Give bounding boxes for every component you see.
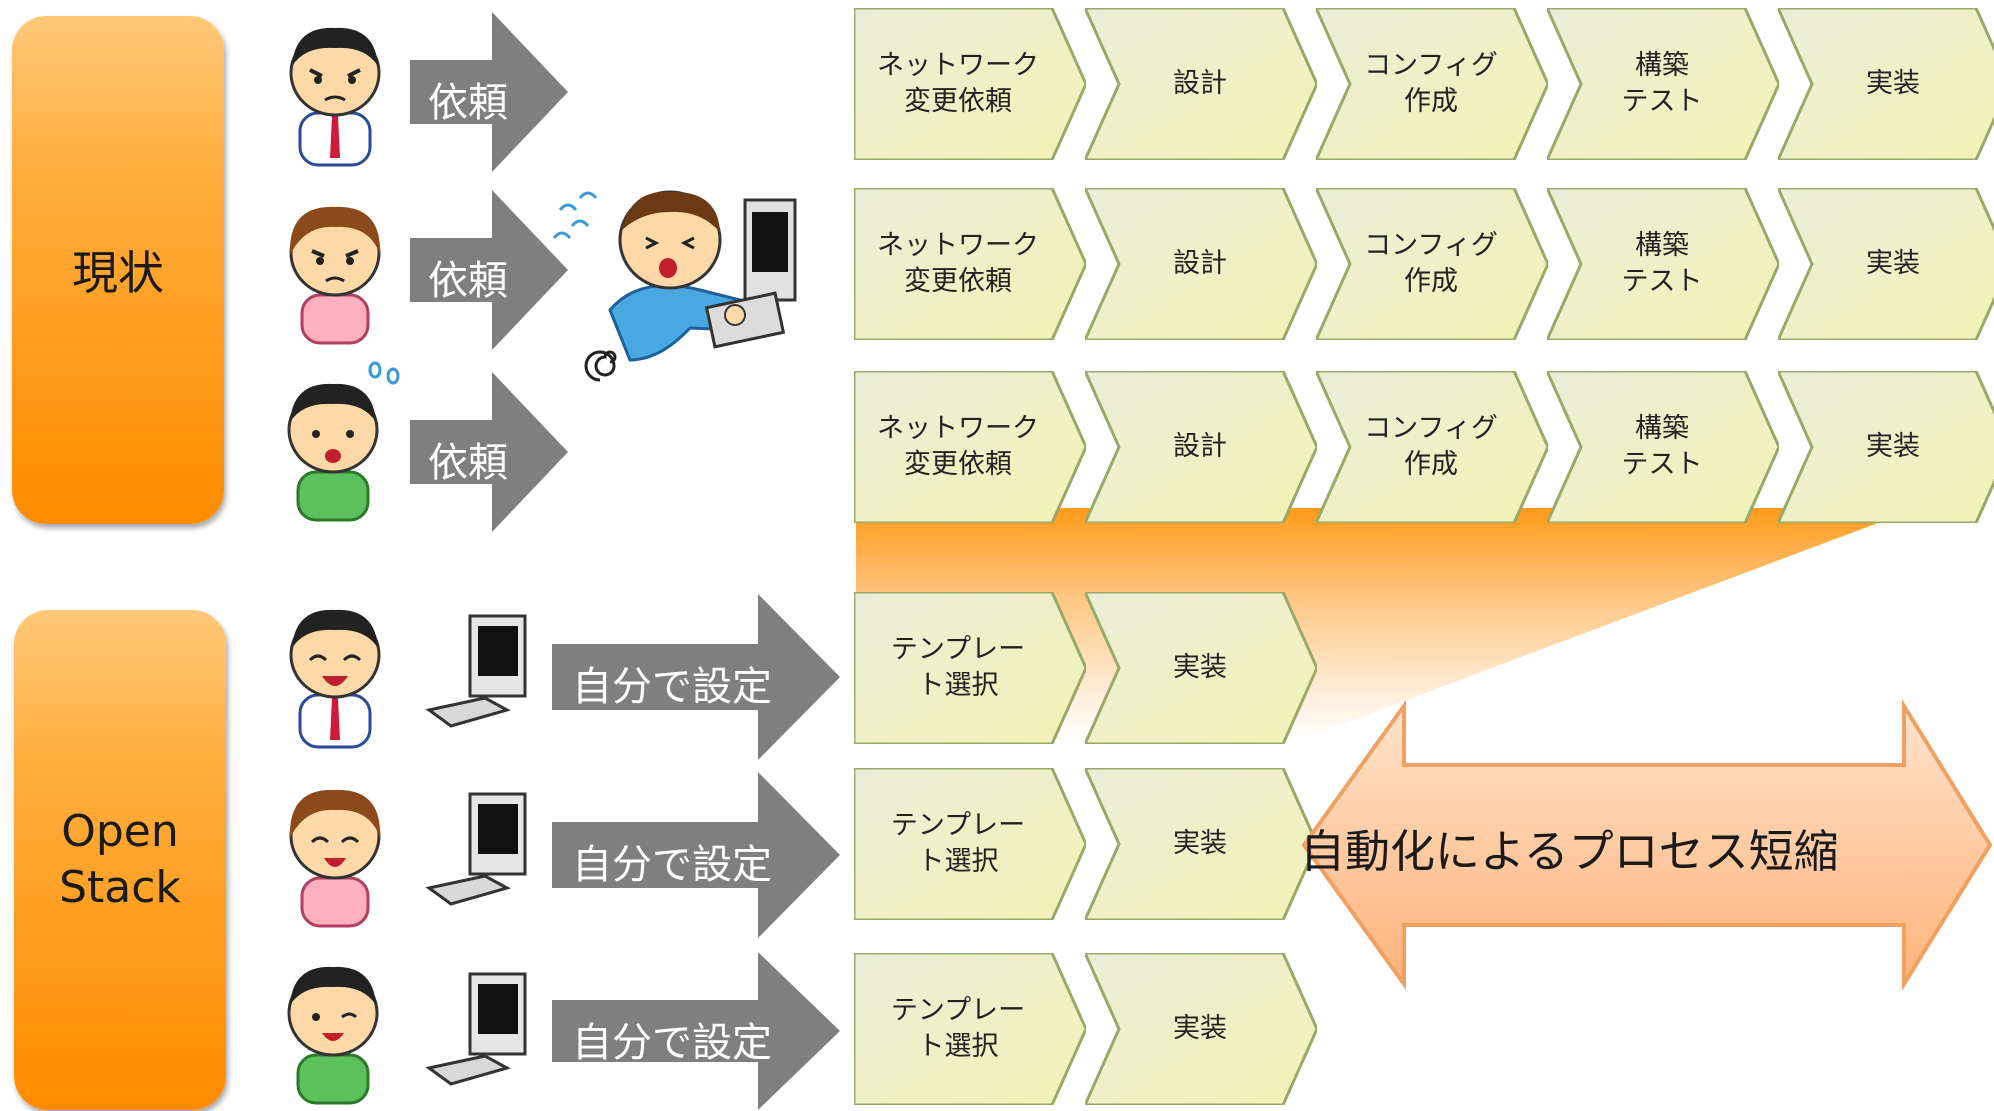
- process-step-row3-step3: コンフィグ 作成: [1316, 371, 1552, 523]
- process-step-row1-step2: 実装: [1085, 592, 1321, 744]
- process-step-row2-step3: コンフィグ 作成: [1316, 188, 1552, 340]
- process-step-label: 設計: [1173, 68, 1227, 99]
- request-arrow-1: [410, 12, 568, 172]
- process-step-label: 実装: [1173, 652, 1227, 683]
- self-setup-label-1: 自分で設定: [572, 664, 772, 710]
- request-arrow-3: [410, 372, 568, 532]
- self-setup-arrow-3: [552, 952, 840, 1110]
- openstack-label: Open Stack: [14, 610, 226, 1110]
- process-step-row3-step4: 構築 テスト: [1547, 371, 1783, 523]
- person-man-green-happy-icon: [287, 966, 379, 1105]
- person-woman-icon: [289, 206, 381, 345]
- process-step-row1-step4: 構築 テスト: [1547, 8, 1783, 160]
- process-step-label: 実装: [1866, 68, 1920, 99]
- process-step-label: 実装: [1173, 1013, 1227, 1044]
- self-setup-label-2: 自分で設定: [572, 842, 772, 888]
- process-step-row2-step1: テンプレー ト選択: [854, 768, 1090, 920]
- person-man-blue-tie-icon: [289, 27, 381, 167]
- process-step-label: 実装: [1866, 248, 1920, 279]
- process-shortening-double-arrow: [1301, 700, 1993, 990]
- process-step-label: 構築 テスト: [1621, 413, 1703, 480]
- process-step-row1-step2: 設計: [1085, 8, 1321, 160]
- process-step-label: 実装: [1173, 828, 1227, 859]
- process-step-row3-step2: 実装: [1085, 953, 1321, 1105]
- operator-overwhelmed-icon: [552, 190, 797, 382]
- process-step-label: 設計: [1173, 248, 1227, 279]
- process-step-label: コンフィグ 作成: [1364, 50, 1498, 117]
- sweat-drops-icon: [368, 361, 400, 385]
- process-step-label: ネットワーク 変更依頼: [877, 50, 1039, 117]
- request-arrow-2: [410, 190, 568, 350]
- process-step-label: テンプレー ト選択: [890, 810, 1026, 877]
- process-step-row1-step1: ネットワーク 変更依頼: [854, 8, 1090, 160]
- process-step-row3-step1: ネットワーク 変更依頼: [854, 371, 1090, 523]
- computer-icon-3: [425, 972, 527, 1086]
- process-step-row2-step4: 構築 テスト: [1547, 188, 1783, 340]
- process-step-label: 構築 テスト: [1621, 230, 1703, 297]
- request-label-1: 依頼: [428, 80, 508, 126]
- process-step-label: テンプレー ト選択: [890, 634, 1026, 701]
- person-man-green-icon: [287, 383, 379, 522]
- process-step-label: 実装: [1866, 431, 1920, 462]
- computer-icon-2: [425, 792, 527, 906]
- process-step-label: 構築 テスト: [1621, 50, 1703, 117]
- self-setup-arrow-2: [552, 772, 840, 938]
- process-step-row2-step5: 実装: [1778, 188, 1994, 340]
- process-shortening-label: 自動化によるプロセス短縮: [1300, 825, 1839, 878]
- process-step-row1-step5: 実装: [1778, 8, 1994, 160]
- process-step-label: コンフィグ 作成: [1364, 230, 1498, 297]
- process-step-label: ネットワーク 変更依頼: [877, 413, 1039, 480]
- person-man-blue-tie-happy-icon: [289, 609, 381, 749]
- process-step-label: 設計: [1173, 431, 1227, 462]
- swirl-icon: [584, 350, 617, 382]
- process-step-row3-step1: テンプレー ト選択: [854, 953, 1090, 1105]
- computer-icon-1: [425, 614, 527, 728]
- process-step-row1-step1: テンプレー ト選択: [854, 592, 1090, 744]
- process-step-row2-step2: 設計: [1085, 188, 1321, 340]
- process-step-row2-step2: 実装: [1085, 768, 1321, 920]
- request-label-3: 依頼: [428, 440, 508, 486]
- process-step-row3-step2: 設計: [1085, 371, 1321, 523]
- request-label-2: 依頼: [428, 258, 508, 304]
- process-step-row1-step3: コンフィグ 作成: [1316, 8, 1552, 160]
- process-step-label: ネットワーク 変更依頼: [877, 230, 1039, 297]
- current-state-label: 現状: [12, 16, 224, 524]
- process-step-row3-step5: 実装: [1778, 371, 1994, 523]
- self-setup-arrow-1: [552, 594, 840, 760]
- process-step-label: テンプレー ト選択: [890, 995, 1026, 1062]
- process-step-label: コンフィグ 作成: [1364, 413, 1498, 480]
- process-step-row2-step1: ネットワーク 変更依頼: [854, 188, 1090, 340]
- self-setup-label-3: 自分で設定: [572, 1020, 772, 1066]
- person-woman-happy-icon: [289, 789, 381, 928]
